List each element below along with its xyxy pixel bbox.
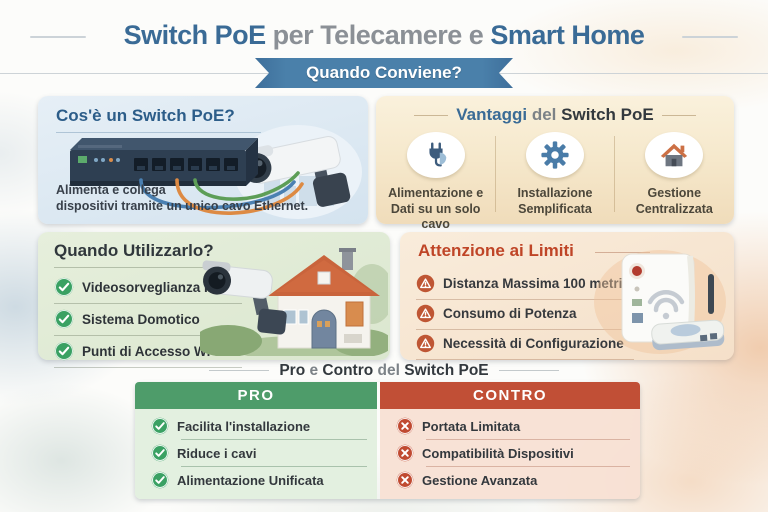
- page-title-part3: Smart Home: [490, 20, 645, 50]
- plug-icon-oval: [406, 132, 465, 178]
- page-title-part1: Switch PoE: [123, 20, 267, 50]
- row-separator: [426, 466, 630, 467]
- table-row: Compatibilità Dispositivi: [396, 441, 640, 465]
- table-row: Facilita l'installazione: [151, 414, 377, 438]
- con-column-body: Portata Limitata Compatibilità Dispositi…: [380, 409, 640, 499]
- check-icon: [54, 341, 74, 361]
- list-item: Consumo di Potenza: [416, 300, 634, 330]
- when-check-list: Videosorveglianza IP Sistema Domotico Pu…: [54, 272, 242, 368]
- list-item: Necessità di Configurazione: [416, 330, 634, 360]
- table-row: Portata Limitata: [396, 414, 640, 438]
- check-icon: [151, 444, 169, 462]
- page-title: Switch PoE per Telecamere e Smart Home: [0, 20, 768, 51]
- gear-icon: [541, 141, 569, 169]
- x-icon: [396, 471, 414, 489]
- pro-column-body: Facilita l'installazione Riduce i cavi A…: [135, 409, 377, 499]
- list-item: Distanza Massima 100 metri: [416, 270, 634, 300]
- row-separator: [181, 439, 367, 440]
- advantage-item: Gestione Centralizzata: [615, 132, 734, 233]
- row-separator: [426, 439, 630, 440]
- check-icon: [54, 277, 74, 297]
- router-illustration: [594, 250, 726, 354]
- when-title-underline: [54, 267, 234, 268]
- ethernet-cables: [139, 171, 304, 215]
- advantage-label: Alimentazione e Dati su un solo cavo: [388, 186, 484, 232]
- warning-icon: [416, 274, 435, 293]
- gear-icon-oval: [525, 132, 584, 178]
- what-title-underline: [56, 132, 261, 133]
- warning-icon: [416, 304, 435, 323]
- what-card-caption: Alimenta e collega dispositivi tramite u…: [56, 182, 308, 215]
- advantages-title-part2: del: [527, 105, 562, 124]
- list-item: Sistema Domotico: [54, 304, 242, 336]
- pros-cons-table: PRO CONTRO Facilita l'installazione Ridu…: [135, 382, 640, 499]
- limits-warning-list: Distanza Massima 100 metri Consumo di Po…: [416, 270, 634, 360]
- warning-icon: [416, 334, 435, 353]
- advantage-label: Gestione Centralizzata: [635, 186, 713, 216]
- page-title-part2: per Telecamere e: [265, 20, 491, 50]
- x-icon: [396, 417, 414, 435]
- table-row: Alimentazione Unificata: [151, 468, 377, 492]
- pro-column-header: PRO: [135, 382, 377, 409]
- advantage-item: Installazione Semplificata: [495, 132, 614, 233]
- house-graphic: [268, 248, 380, 349]
- limits-card-title: Attenzione ai Limiti: [418, 241, 574, 260]
- house-icon-oval: [645, 132, 704, 178]
- switch-graphic: [70, 138, 258, 186]
- advantages-divider-1: [495, 136, 496, 212]
- con-column-header: CONTRO: [380, 382, 640, 409]
- advantages-title: Vantaggi del Switch PoE: [376, 105, 734, 125]
- house-icon: [661, 143, 688, 167]
- check-icon: [151, 417, 169, 435]
- camera-house-illustration: [200, 248, 388, 356]
- caption-line2: dispositivi tramite un unico cavo Ethern…: [56, 198, 309, 213]
- what-card-title: Cos'è un Switch PoE?: [56, 106, 235, 125]
- limits-card: Attenzione ai Limiti Distanza Massima 10…: [400, 232, 734, 360]
- poe-switch-illustration: [70, 125, 362, 219]
- pros-cons-heading: Pro e Contro del Switch PoE: [0, 362, 768, 380]
- check-icon: [54, 309, 74, 329]
- router-graphic: [651, 274, 725, 351]
- list-item: Punti di Accesso Wi-Fi: [54, 336, 242, 368]
- plug-icon: [429, 142, 446, 167]
- limits-title-line: [595, 252, 650, 253]
- when-card-title: Quando Utilizzarlo?: [54, 241, 214, 260]
- advantages-title-part1: Vantaggi: [456, 105, 528, 124]
- advantage-label: Installazione Semplificata: [517, 186, 593, 216]
- advantages-card: Vantaggi del Switch PoE Alimentazione e …: [376, 96, 734, 231]
- table-row: Riduce i cavi: [151, 441, 377, 465]
- camera-graphic: [202, 260, 287, 335]
- advantages-divider-2: [614, 136, 615, 212]
- row-separator: [181, 466, 367, 467]
- caption-line1: Alimenta e collega: [56, 182, 166, 197]
- title-side-line-left: [30, 36, 86, 38]
- list-item: Videosorveglianza IP: [54, 272, 242, 304]
- check-icon: [151, 471, 169, 489]
- what-is-poe-card: Cos'è un Switch PoE?: [38, 96, 368, 224]
- advantages-title-part3: Switch PoE: [561, 105, 654, 124]
- when-to-use-card: Quando Utilizzarlo? Videosorveglianza IP…: [38, 232, 390, 368]
- ribbon-banner: Quando Conviene?: [255, 58, 513, 88]
- advantage-item: Alimentazione e Dati su un solo cavo: [376, 132, 495, 233]
- x-icon: [396, 444, 414, 462]
- title-side-line-right: [682, 36, 738, 38]
- table-row: Gestione Avanzata: [396, 468, 640, 492]
